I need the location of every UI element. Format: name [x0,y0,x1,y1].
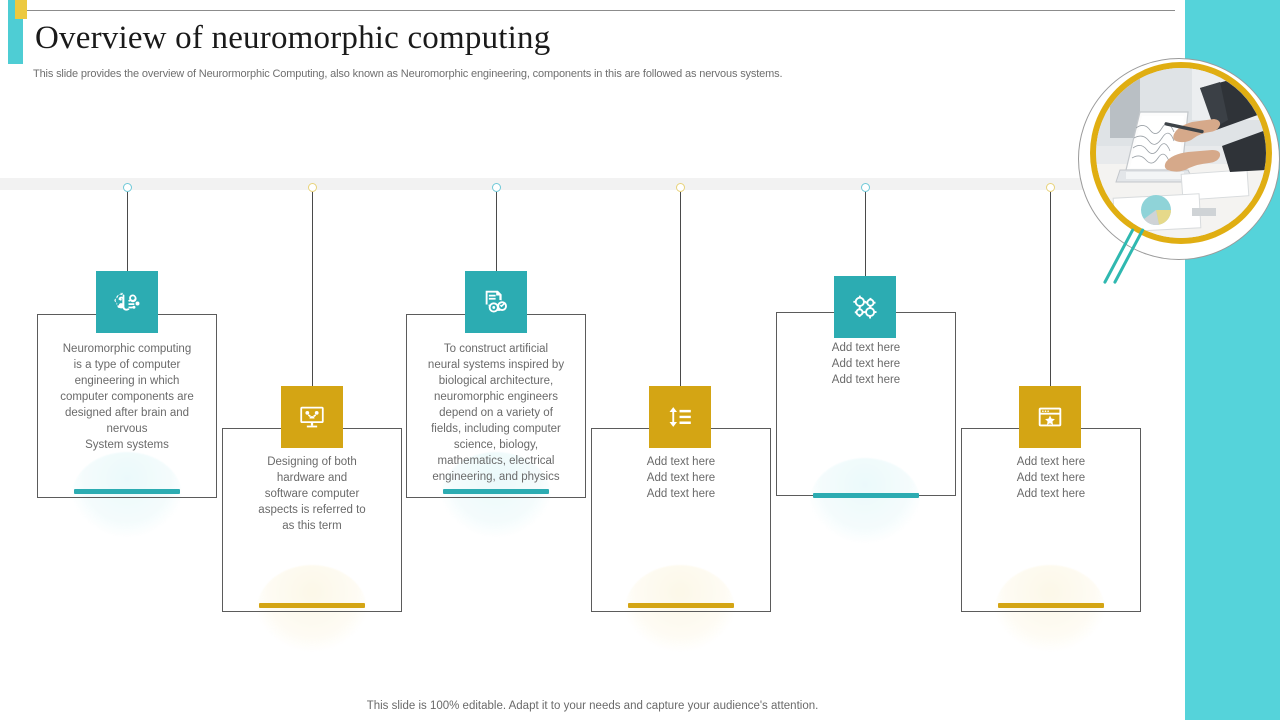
timeline-stem-3 [496,192,497,272]
timeline-stem-2 [312,192,313,388]
monitor-network-icon [300,406,324,428]
timeline-dot-3[interactable] [492,183,501,192]
timeline-dot-5[interactable] [861,183,870,192]
card-3-glow [441,452,551,540]
timeline-dot-2[interactable] [308,183,317,192]
timeline-stem-5 [865,192,866,277]
card-2-glow [257,565,367,655]
timeline-dot-4[interactable] [676,183,685,192]
card-5-glow [810,458,920,546]
card-3-accent-bar [443,489,549,494]
card-6-accent-bar [998,603,1104,608]
timeline-stem-6 [1050,192,1051,388]
document-check-gear-icon [485,290,507,313]
gears-icon [853,295,877,319]
card-5-accent-bar [813,493,919,498]
page-title: Overview of neuromorphic computing [35,20,551,56]
photo-slash-accents [1102,226,1180,296]
hero-photo [1078,58,1280,284]
card-1-accent-bar [74,489,180,494]
photo-image [1096,68,1266,238]
card-1-glow [72,452,182,540]
card-5-text: Add text here Add text here Add text her… [831,342,901,386]
brain-circuit-icon [114,292,140,311]
header-divider-rule [27,10,1175,11]
card-1-text: Neuromorphic computing is a type of comp… [60,343,194,451]
card-6-glow [995,565,1105,655]
header-gold-accent-square [15,0,27,19]
footer-note: This slide is 100% editable. Adapt it to… [366,700,819,712]
timeline-dot-6[interactable] [1046,183,1055,192]
card-4-text: Add text here Add text here Add text her… [646,456,716,500]
timeline-stem-4 [680,192,681,388]
card-3-text: To construct artificial neural systems i… [427,343,565,483]
card-6-icon-box[interactable] [1019,386,1081,448]
card-4-glow [625,565,735,655]
sort-list-icon [669,407,691,427]
card-3-icon-box[interactable] [465,271,527,333]
card-6-text: Add text here Add text here Add text her… [1016,456,1086,500]
browser-star-icon [1038,407,1062,427]
card-5-icon-box[interactable] [834,276,896,338]
timeline-band [0,178,1185,190]
card-4-accent-bar [628,603,734,608]
card-4-icon-box[interactable] [649,386,711,448]
card-2-accent-bar [259,603,365,608]
card-2-icon-box[interactable] [281,386,343,448]
timeline-stem-1 [127,192,128,272]
card-1-icon-box[interactable] [96,271,158,333]
page-subtitle: This slide provides the overview of Neur… [33,68,783,80]
card-2-text: Designing of both hardware and software … [258,456,366,532]
timeline-dot-1[interactable] [123,183,132,192]
